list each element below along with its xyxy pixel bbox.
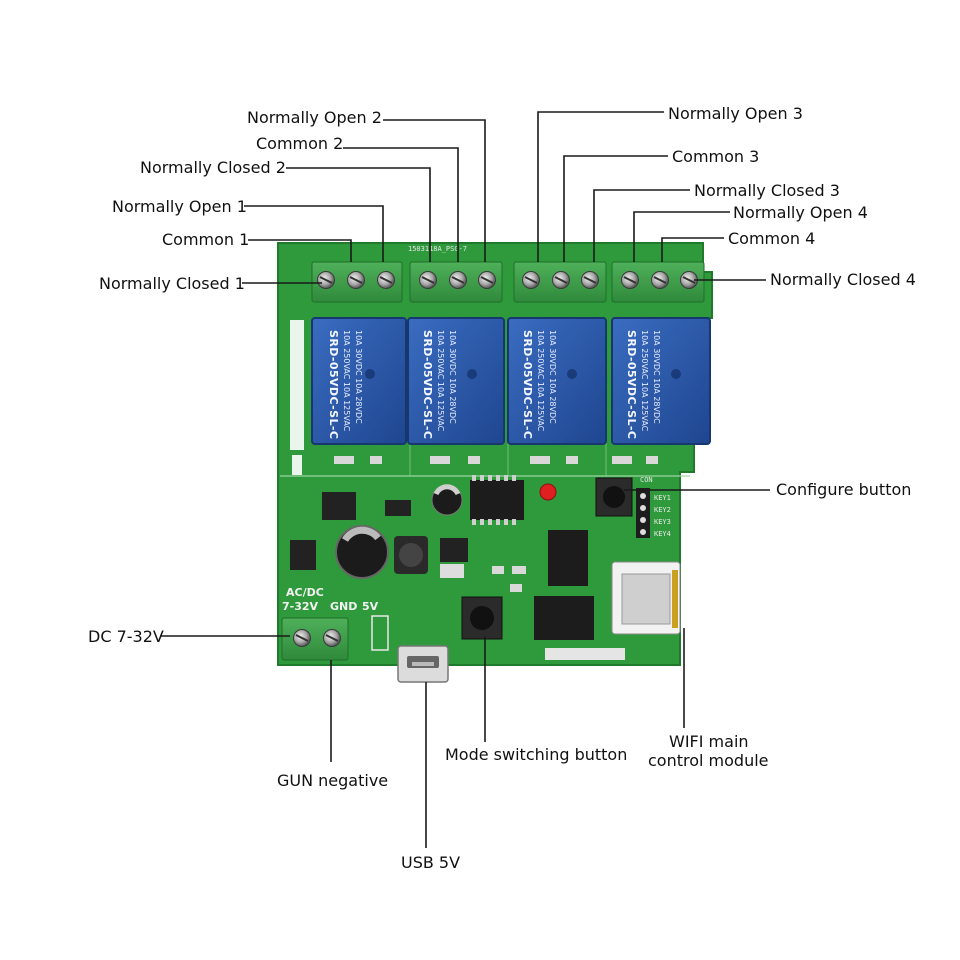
board-id-text: 1503118A_PSG-7 (408, 245, 467, 253)
output-terminal-block-4 (611, 261, 705, 303)
relay-2-model: SRD-05VDC-SL-C (421, 330, 434, 439)
label-normally-open-2: Normally Open 2 (247, 108, 382, 127)
acdc-silk: AC/DC (286, 586, 324, 599)
label-gun-negative: GUN negative (277, 771, 388, 790)
label-dc-7-32v: DC 7-32V (88, 627, 164, 646)
key4-silk: KEY4 (654, 530, 671, 538)
relay-3-rating-1: 10A 250VAC 10A 125VAC (536, 330, 545, 432)
relay-2-rating-2: 10A 30VDC 10A 28VDC (448, 330, 457, 424)
label-normally-closed-2: Normally Closed 2 (140, 158, 286, 177)
fivev-silk: 5V (362, 600, 379, 613)
gnd-silk: GND (330, 600, 357, 613)
relay-3: SRD-05VDC-SL-C 10A 250VAC 10A 125VAC 10A… (507, 317, 607, 445)
label-common-4: Common 4 (728, 229, 815, 248)
relay-3-model: SRD-05VDC-SL-C (521, 330, 534, 439)
relay-1-model: SRD-05VDC-SL-C (327, 330, 340, 439)
label-normally-open-4: Normally Open 4 (733, 203, 868, 222)
label-normally-closed-4: Normally Closed 4 (770, 270, 916, 289)
label-normally-closed-3: Normally Closed 3 (694, 181, 840, 200)
label-common-3: Common 3 (672, 147, 759, 166)
label-normally-open-1: Normally Open 1 (112, 197, 247, 216)
relay-1: SRD-05VDC-SL-C 10A 250VAC 10A 125VAC 10A… (311, 317, 407, 445)
output-terminal-block-3 (513, 261, 607, 303)
relay-4-rating-2: 10A 30VDC 10A 28VDC (652, 330, 661, 424)
label-normally-closed-1: Normally Closed 1 (99, 274, 245, 293)
relay-3-rating-2: 10A 30VDC 10A 28VDC (548, 330, 557, 424)
relay-4-model: SRD-05VDC-SL-C (625, 330, 638, 439)
wifi-module (611, 561, 681, 635)
output-terminal-block-1 (311, 261, 403, 303)
relay-4: SRD-05VDC-SL-C 10A 250VAC 10A 125VAC 10A… (611, 317, 711, 445)
relay-4-rating-1: 10A 250VAC 10A 125VAC (640, 330, 649, 432)
label-control-module: control module (648, 751, 769, 770)
relay-2: SRD-05VDC-SL-C 10A 250VAC 10A 125VAC 10A… (407, 317, 505, 445)
label-usb-5v: USB 5V (401, 853, 460, 872)
label-normally-open-3: Normally Open 3 (668, 104, 803, 123)
label-common-1: Common 1 (162, 230, 249, 249)
usb-port (397, 645, 449, 683)
key3-silk: KEY3 (654, 518, 671, 526)
label-configure-button: Configure button (776, 480, 911, 499)
con-silk: CON (640, 476, 653, 484)
label-common-2: Common 2 (256, 134, 343, 153)
relay-2-rating-1: 10A 250VAC 10A 125VAC (436, 330, 445, 432)
label-mode-switching-button: Mode switching button (445, 745, 627, 764)
label-wifi-main: WIFI main (669, 732, 749, 751)
key1-silk: KEY1 (654, 494, 671, 502)
output-terminal-block-2 (409, 261, 503, 303)
voltage-silk: 7-32V (282, 600, 319, 613)
relay-1-rating-2: 10A 30VDC 10A 28VDC (354, 330, 363, 424)
key2-silk: KEY2 (654, 506, 671, 514)
smd-components-row (334, 456, 658, 464)
relay-1-rating-1: 10A 250VAC 10A 125VAC (342, 330, 351, 432)
lower-components: KEY1 KEY2 KEY3 KEY4 CON (290, 475, 671, 660)
input-terminal-block (281, 617, 349, 661)
leader-lines (160, 111, 770, 848)
